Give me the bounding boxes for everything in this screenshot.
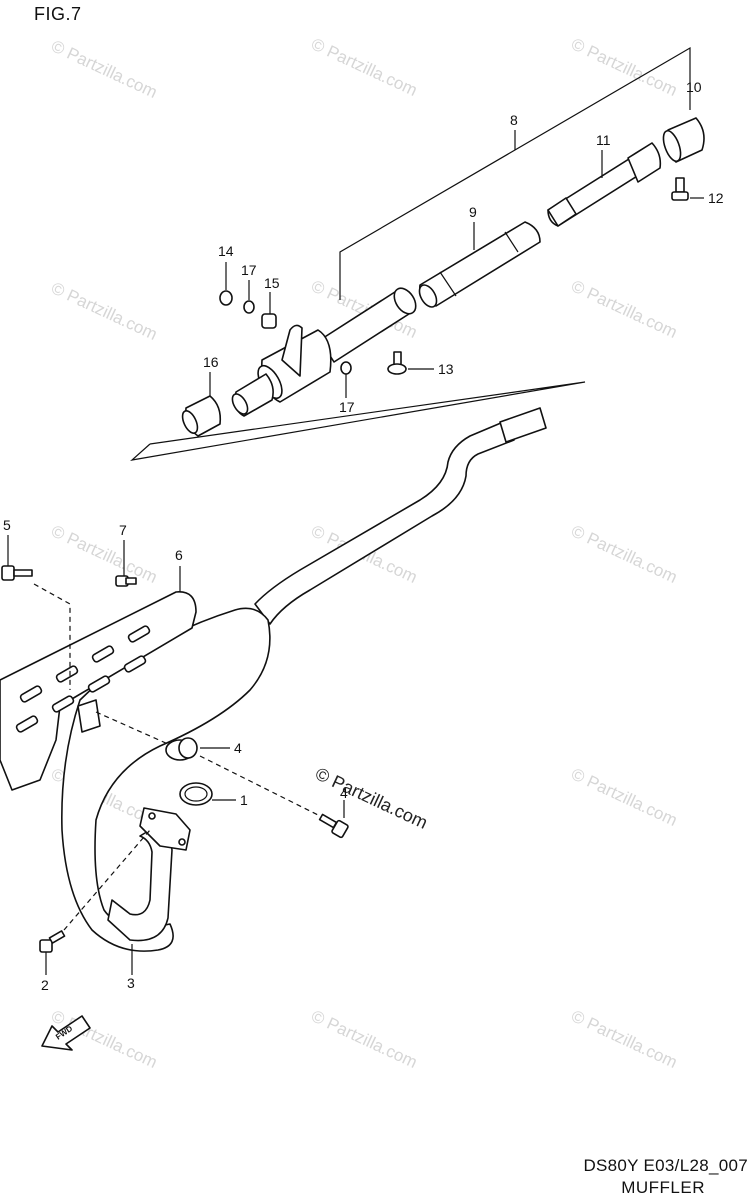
flange-hole: [178, 838, 186, 846]
silencer-inlet-mouth: [231, 393, 249, 415]
callout-17-upper: 17: [241, 262, 257, 278]
plug-4-face: [178, 737, 198, 759]
bolt-4-head: [331, 819, 349, 839]
bolt-4-shank: [318, 813, 338, 829]
watermark: © Partzilla.com: [48, 36, 160, 102]
fwd-arrow-shape: [41, 1015, 91, 1051]
plug-axis: [95, 711, 169, 745]
drawing-code: DS80Y E03/L28_007: [583, 1156, 748, 1175]
heat-shield-slot: [87, 675, 111, 693]
callout-10: 10: [686, 79, 702, 95]
heat-shield-slot: [91, 645, 115, 663]
tail-pipe-seam: [504, 231, 519, 253]
bolt-5-head: [1, 565, 15, 581]
heat-shield-slot: [55, 665, 79, 683]
callout-17-lower: 17: [339, 399, 355, 415]
callout-14: 14: [218, 243, 234, 259]
callout-8: 8: [510, 112, 518, 128]
silencer-bracket: [281, 324, 303, 377]
washer-14: [219, 290, 233, 306]
silencer-end: [393, 287, 417, 315]
watermark: © Partzilla.com: [48, 278, 160, 344]
bolt-7-shank: [125, 577, 137, 585]
gasket-1-inner: [184, 786, 208, 802]
bolt-5-axis: [33, 583, 71, 690]
callout-5: 5: [3, 517, 11, 533]
exhaust-pipe-joint: [499, 407, 547, 443]
end-cap-face: [662, 129, 682, 163]
exhaust-pipe-assembly: [0, 407, 547, 975]
bolt-2-shank: [48, 930, 66, 944]
figure-label: FIG.7: [34, 4, 82, 24]
callout-7: 7: [119, 522, 127, 538]
callout-4-lower: 4: [340, 785, 348, 801]
callout-layer: 1 2 3 4 5 6 7 8 9 10 11 12 13 14 15 16 1…: [3, 79, 724, 993]
tail-tube-joint: [627, 142, 662, 183]
watermark: © Partzilla.com: [308, 1006, 420, 1072]
bolt-12-shank: [675, 177, 685, 193]
tail-pipe-seam: [439, 271, 457, 297]
assembly-guide-lines: [130, 381, 586, 461]
watermark: © Partzilla.com: [568, 521, 680, 587]
callout-12: 12: [708, 190, 724, 206]
callout-6: 6: [175, 547, 183, 563]
watermark: © Partzilla.com: [568, 34, 680, 100]
grommet-face: [181, 410, 199, 434]
callout-13: 13: [438, 361, 454, 377]
watermark: © Partzilla.com: [568, 276, 680, 342]
bolt-13-head: [387, 363, 407, 375]
chamber-bracket: [77, 699, 101, 733]
heat-shield-slot: [15, 715, 39, 733]
exhaust-pipe-tube: [254, 419, 515, 625]
washer-17-upper: [243, 300, 255, 314]
bolt-5-shank: [13, 569, 33, 577]
heat-shield-slot: [123, 655, 147, 673]
watermark: © Partzilla.com: [568, 764, 680, 830]
callout-2: 2: [41, 977, 49, 993]
expansion-chamber: [61, 607, 271, 952]
silencer-assembly: [181, 46, 705, 437]
flange-hole: [148, 812, 156, 820]
bolt-2-axis: [63, 829, 151, 931]
callout-11: 11: [596, 132, 611, 148]
tail-tube-clamp: [547, 197, 577, 227]
callout-4: 4: [234, 740, 242, 756]
callout-15: 15: [264, 275, 280, 291]
watermark: © Partzilla.com: [48, 521, 160, 587]
tail-pipe-mouth: [418, 284, 438, 308]
heat-shield-slot: [19, 685, 43, 703]
bolt-2-head: [39, 939, 53, 953]
washer-17-lower: [340, 361, 352, 375]
heat-shield-slot: [127, 625, 151, 643]
bolt-12-head: [671, 191, 689, 201]
watermark: © Partzilla.com: [568, 1006, 680, 1072]
heat-shield: [0, 591, 197, 791]
callout-3: 3: [127, 975, 135, 991]
callout-1: 1: [240, 792, 248, 808]
callout-9: 9: [469, 204, 477, 220]
heat-shield-slot: [51, 695, 75, 713]
watermark: © Partzilla.com: [308, 34, 420, 100]
tail-pipe: [419, 221, 541, 307]
bolt-4-axis: [199, 755, 321, 817]
collar-15: [261, 313, 277, 329]
diagram-title: MUFFLER: [621, 1178, 705, 1197]
callout-16: 16: [203, 354, 219, 370]
